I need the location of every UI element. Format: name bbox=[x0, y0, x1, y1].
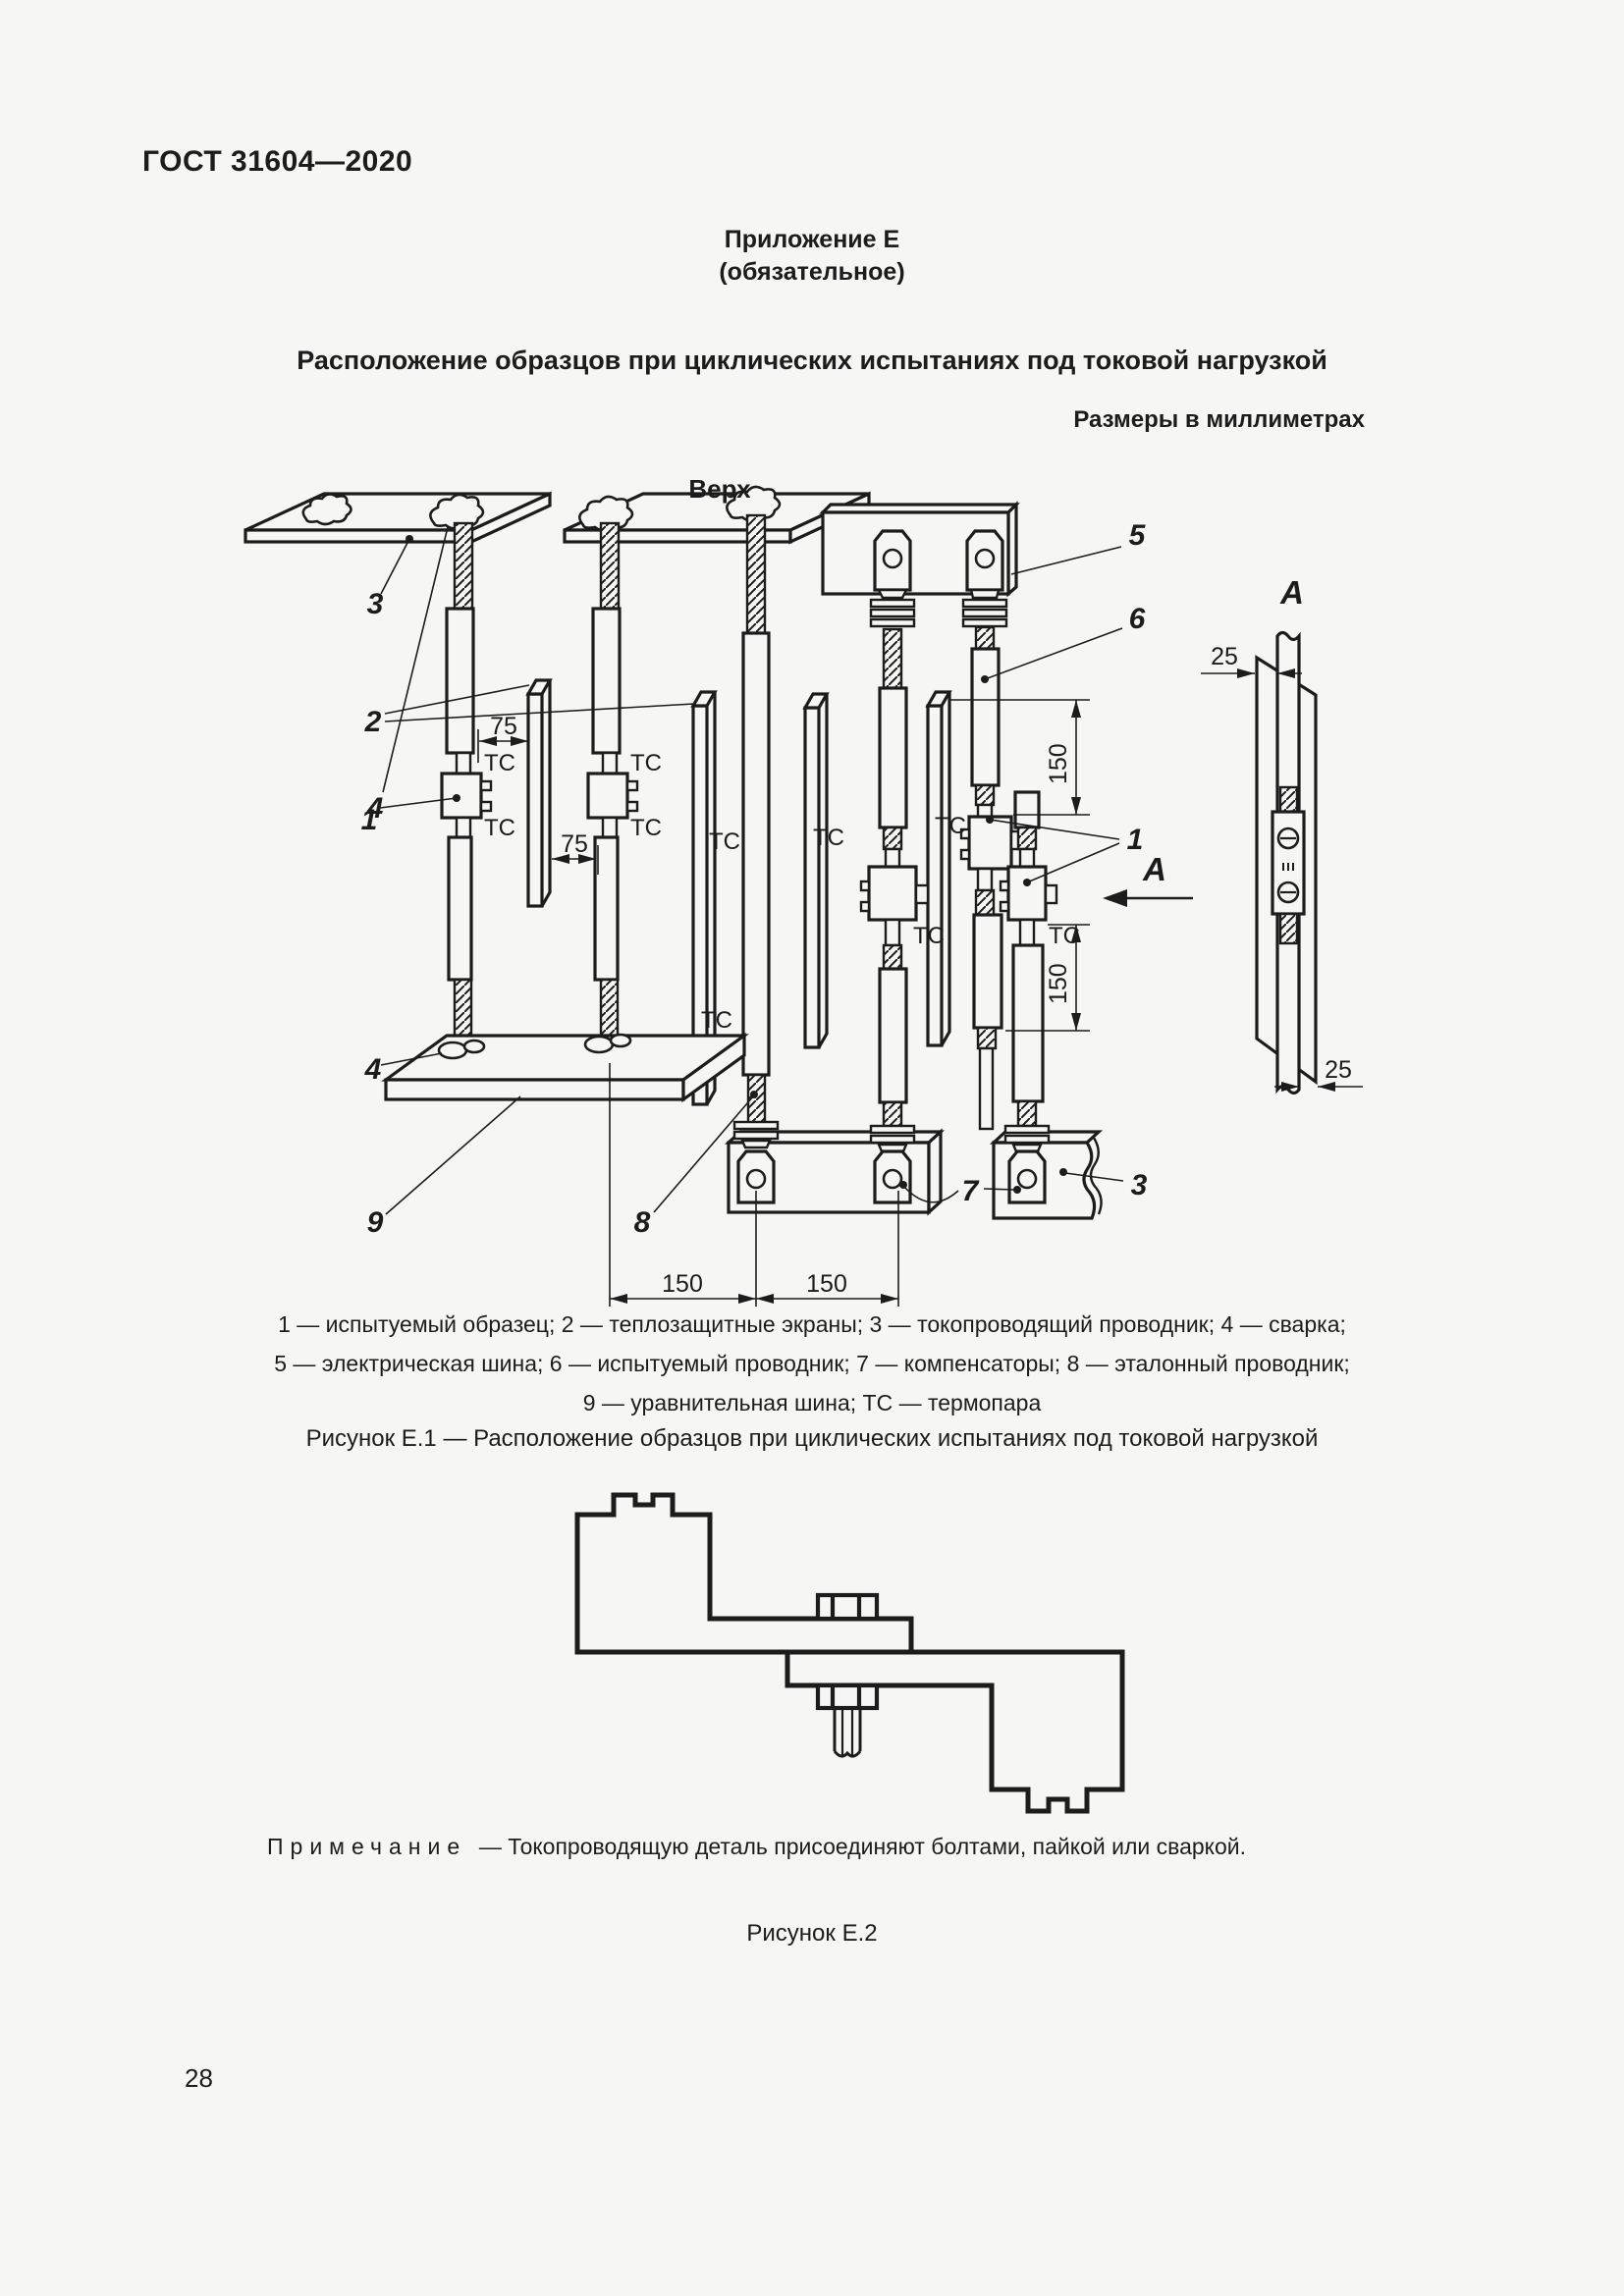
weld-blob bbox=[429, 493, 485, 530]
thermocouple-label: ТС bbox=[484, 815, 515, 841]
dim-25: 25 bbox=[1211, 643, 1238, 670]
heat-shield bbox=[525, 678, 553, 908]
thermocouple-label: ТС bbox=[709, 828, 740, 855]
appendix-subtitle: (обязательное) bbox=[719, 258, 905, 286]
arrowheads bbox=[406, 535, 1335, 1304]
test-column-2 bbox=[586, 521, 639, 1045]
thermocouple-label: ТС bbox=[630, 815, 662, 841]
figure-e1-legend-line: 1 — испытуемый образец; 2 — теплозащитны… bbox=[278, 1311, 1346, 1337]
weld-blob bbox=[437, 1041, 468, 1060]
thermocouple-label: ТС bbox=[484, 750, 515, 776]
thermocouple-label: ТС bbox=[701, 1007, 732, 1034]
part-label-4b: 4 bbox=[364, 1053, 382, 1086]
test-column-5 bbox=[999, 790, 1058, 1128]
figure-e2-note: Примечание — Токопроводящую деталь присо… bbox=[267, 1834, 1445, 1860]
screw bbox=[1276, 881, 1300, 904]
figure-e1-caption: Рисунок Е.1 — Расположение образцов при … bbox=[305, 1425, 1319, 1452]
weld-blob bbox=[301, 493, 352, 526]
sample-block bbox=[440, 772, 483, 820]
weld-blob bbox=[583, 1035, 615, 1054]
bus-lug bbox=[965, 529, 1004, 592]
appendix-title: Приложение Е bbox=[724, 226, 900, 253]
compensator-lug bbox=[869, 1124, 916, 1204]
part-label-2: 2 bbox=[364, 706, 382, 738]
thermocouple-label: ТС bbox=[913, 923, 945, 949]
bus-lug bbox=[873, 529, 912, 592]
dim-150: 150 bbox=[806, 1270, 847, 1298]
dim-75: 75 bbox=[561, 830, 588, 858]
dim-150-vertical: 150 bbox=[1045, 963, 1072, 1004]
top-plate-left bbox=[244, 491, 552, 545]
reference-conductor bbox=[741, 513, 771, 1126]
section-view-a bbox=[1255, 630, 1318, 1095]
upper-conductor-part bbox=[574, 1492, 914, 1655]
part-label-1: 1 bbox=[361, 804, 378, 836]
weld-blob bbox=[609, 1033, 632, 1048]
top-orientation-label: Верх bbox=[688, 474, 751, 504]
sample-block bbox=[967, 815, 1013, 871]
part-label-1b: 1 bbox=[1127, 824, 1144, 856]
screw bbox=[1276, 827, 1300, 850]
appendix-heading: Расположение образцов при циклических ис… bbox=[297, 346, 1327, 375]
compensator-lug bbox=[732, 1120, 780, 1204]
figure-e1-legend-line: 9 — уравнительная шина; ТС — термопара bbox=[582, 1390, 1042, 1415]
thermocouple-label: ТС bbox=[813, 825, 844, 851]
dim-150: 150 bbox=[662, 1270, 703, 1298]
heat-shield bbox=[802, 692, 830, 1049]
dim-25: 25 bbox=[1325, 1056, 1352, 1084]
part-label-3b: 3 bbox=[1131, 1169, 1148, 1201]
page-number: 28 bbox=[185, 2063, 213, 2093]
standard-number: ГОСТ 31604—2020 bbox=[142, 145, 413, 178]
equalizing-bus bbox=[381, 1032, 749, 1103]
thermocouple-label: ТС bbox=[1049, 923, 1080, 949]
part-label-7: 7 bbox=[962, 1175, 980, 1207]
heat-shield bbox=[925, 690, 952, 1047]
sample-block bbox=[1006, 865, 1048, 922]
test-column-4 bbox=[859, 588, 930, 1128]
figure-e1-legend-line: 5 — электрическая шина; 6 — испытуемый п… bbox=[274, 1351, 1350, 1376]
view-direction-label: А bbox=[1142, 851, 1166, 887]
thermocouple-label: ТС bbox=[935, 813, 966, 839]
part-label-6: 6 bbox=[1129, 603, 1146, 635]
units-note: Размеры в миллиметрах bbox=[1073, 406, 1365, 433]
part-label-4: 4 bbox=[366, 792, 384, 825]
dim-150-vertical: 150 bbox=[1045, 743, 1072, 784]
part-label-5: 5 bbox=[1129, 519, 1147, 552]
test-column-1 bbox=[440, 521, 493, 1045]
bolt bbox=[815, 1592, 880, 1758]
part-label-9: 9 bbox=[367, 1206, 384, 1239]
figure-e2 bbox=[574, 1492, 1125, 1814]
thermocouple-label: ТС bbox=[630, 750, 662, 776]
figure-e2-caption: Рисунок Е.2 bbox=[746, 1920, 878, 1947]
sample-block bbox=[867, 865, 918, 922]
dim-75: 75 bbox=[490, 713, 517, 740]
section-title: А bbox=[1279, 574, 1304, 611]
figure-e1: Верх 3 4 2 1 4 9 8 5 6 1 7 3 А А ТС ТС Т… bbox=[244, 474, 1363, 1307]
electric-bus bbox=[819, 501, 1020, 598]
weld-blob bbox=[462, 1039, 486, 1054]
compensator-lug bbox=[1003, 1124, 1051, 1204]
part-label-3: 3 bbox=[367, 588, 384, 620]
lower-conductor-part bbox=[785, 1649, 1125, 1814]
heat-shield bbox=[690, 690, 718, 1106]
test-conductor bbox=[959, 588, 1024, 1131]
note-label: Примечание bbox=[267, 1834, 467, 1859]
sample-block bbox=[586, 772, 629, 820]
note-text: — Токопроводящую деталь присоединяют бол… bbox=[478, 1834, 1247, 1859]
part-label-8: 8 bbox=[634, 1206, 651, 1239]
